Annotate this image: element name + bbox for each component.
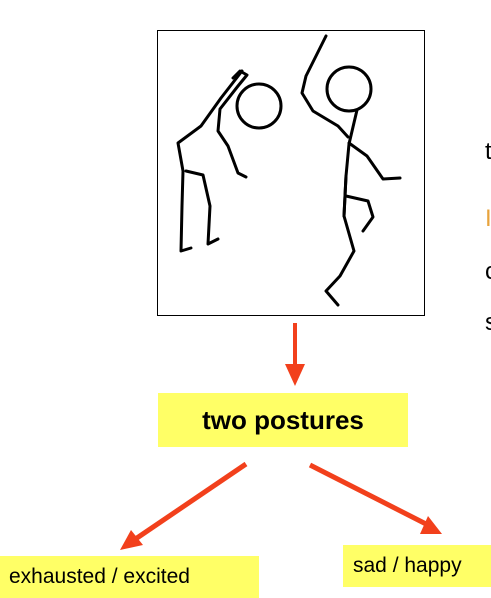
arrow-right-branch xyxy=(308,462,442,534)
clipped-text-2: I xyxy=(485,205,491,232)
sad-happy-label: sad / happy xyxy=(343,545,491,587)
stick-figures-image xyxy=(157,30,425,316)
clipped-text-3: c xyxy=(485,258,491,285)
arrow-left-branch xyxy=(120,461,248,550)
clipped-text-1: t xyxy=(485,138,491,165)
right-stick-figure xyxy=(300,34,402,307)
clipped-text-4: s xyxy=(485,309,491,336)
arrow-down xyxy=(285,323,305,386)
two-postures-label: two postures xyxy=(158,393,408,447)
exhausted-excited-label: exhausted / excited xyxy=(0,556,259,598)
left-stick-figure xyxy=(176,69,283,253)
